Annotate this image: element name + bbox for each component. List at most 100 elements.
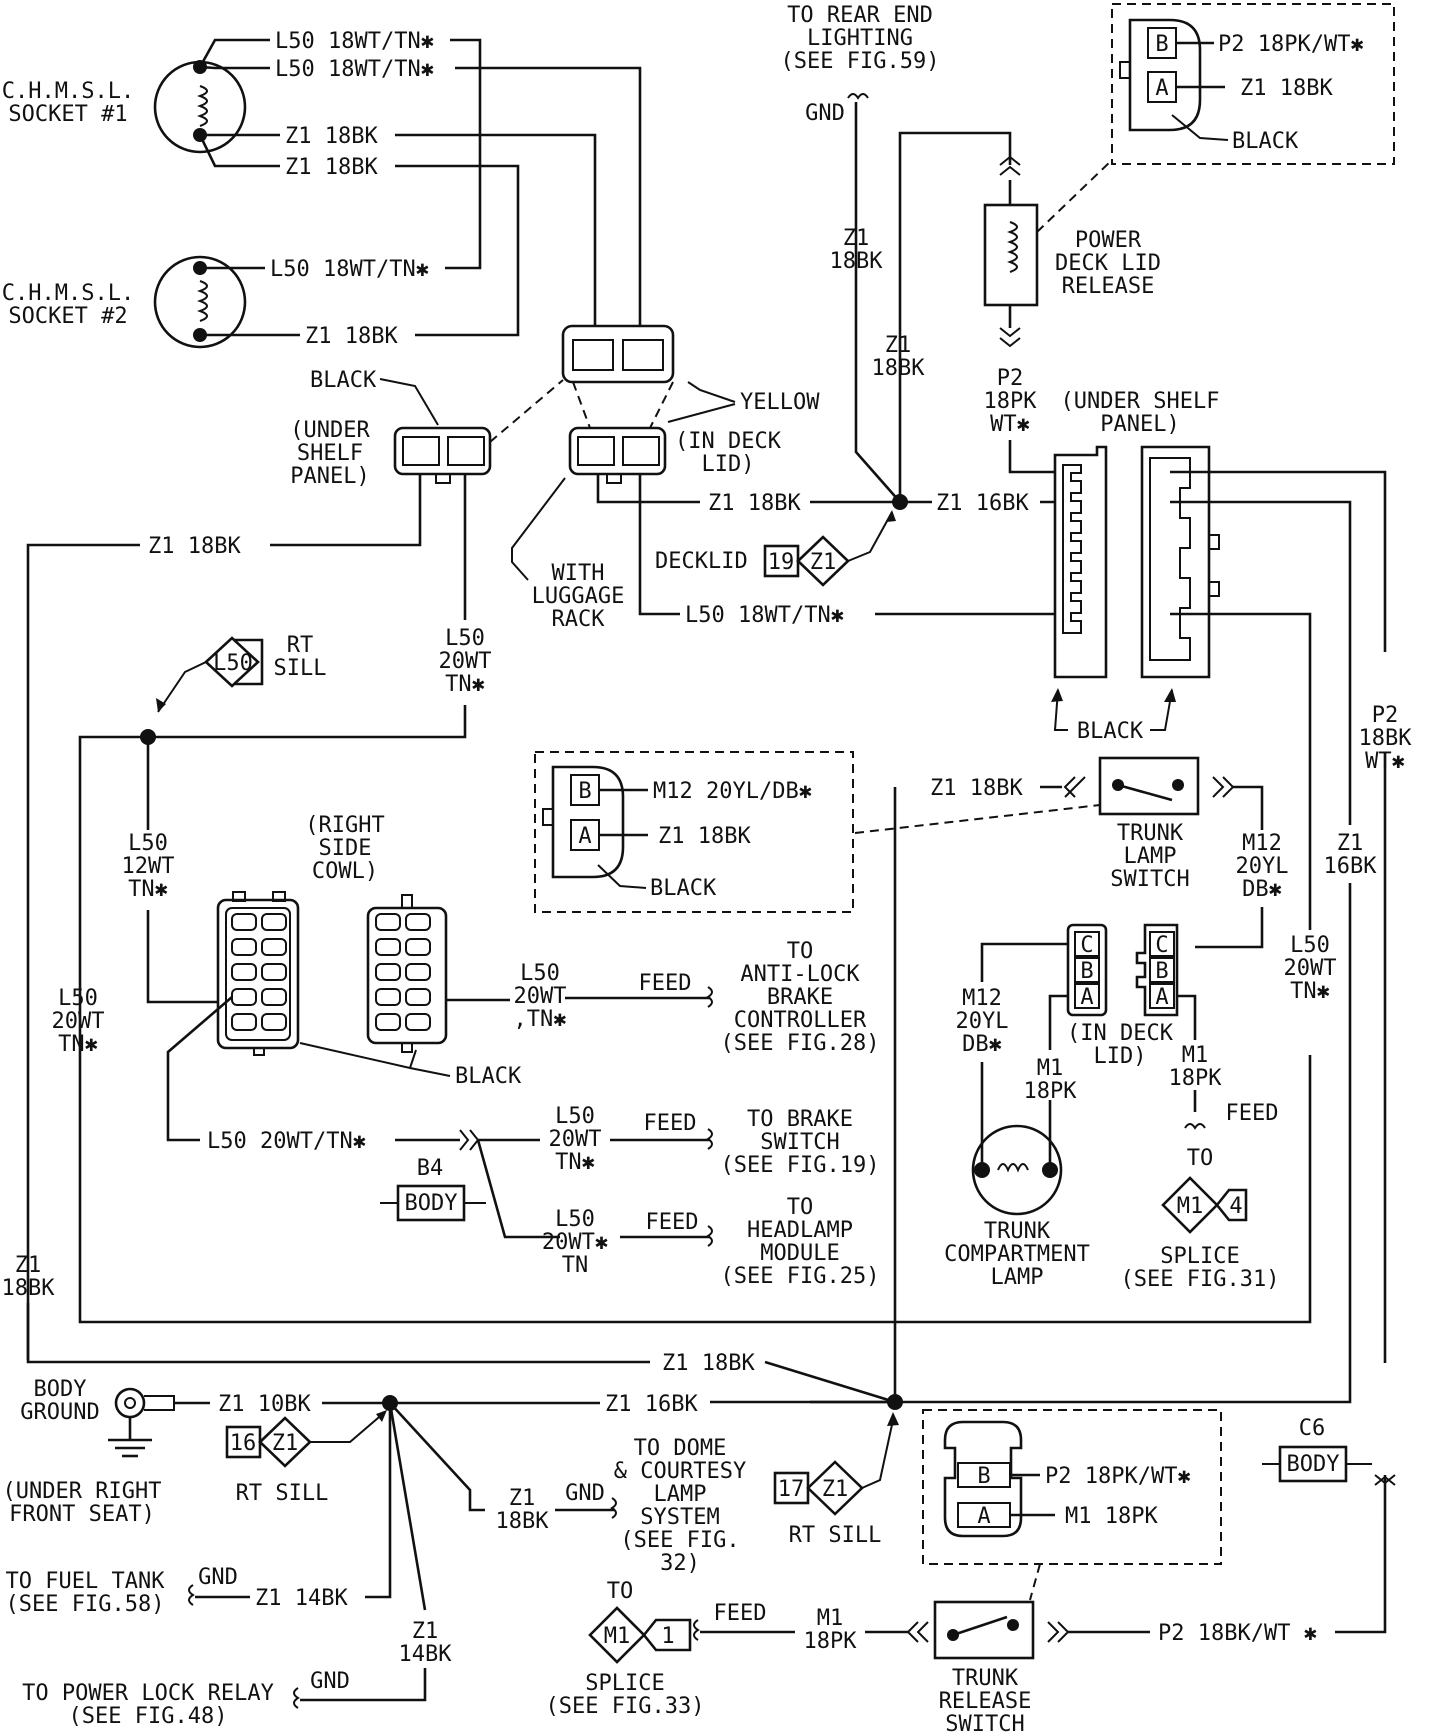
inset-p2-label: P2 18PK/WT✱ bbox=[1218, 32, 1364, 57]
svg-text:19: 19 bbox=[768, 550, 795, 575]
svg-text:Z1: Z1 bbox=[810, 550, 837, 575]
chmsl-socket-2 bbox=[153, 255, 247, 349]
inset2-black-label: BLACK bbox=[650, 876, 717, 901]
deck-release-connector: B A bbox=[1119, 18, 1202, 132]
wire-label-z1-b: Z1 18BK bbox=[285, 155, 378, 180]
decklid-splice: 19 Z1 bbox=[763, 535, 850, 587]
wire-label-p2-release: P2 18BK/WT ✱ bbox=[1158, 1621, 1317, 1646]
svg-text:BODY: BODY bbox=[405, 1191, 458, 1216]
inset2-z1-label: Z1 18BK bbox=[658, 824, 751, 849]
wire-label-z1-14-fuel: Z1 14BK bbox=[255, 1586, 348, 1611]
svg-text:B: B bbox=[1155, 959, 1168, 984]
trunk-release-connector: B A bbox=[943, 1420, 1023, 1538]
dest-fuel: TO FUEL TANK(SEE FIG.58) bbox=[6, 1569, 166, 1617]
rt-sill-splice-16: 16 Z1 bbox=[225, 1416, 312, 1468]
wire-label-l50-a: L50 18WT/TN✱ bbox=[275, 29, 434, 54]
in-deck-lid-connector-lower-b: C B A bbox=[1135, 923, 1179, 1017]
feed-label-release: FEED bbox=[714, 1601, 767, 1626]
right-side-cowl-connector-left bbox=[216, 891, 300, 1056]
svg-text:BODY: BODY bbox=[1287, 1452, 1340, 1477]
c6-body-box: BODY bbox=[1278, 1445, 1348, 1483]
in-deck-lid-connector bbox=[568, 426, 667, 484]
c6-code: C6 bbox=[1299, 1416, 1326, 1441]
black-label-cowl: BLACK bbox=[455, 1064, 522, 1089]
wire-label-l50-b: L50 18WT/TN✱ bbox=[275, 57, 434, 82]
trunk-switch-connector: B A bbox=[542, 765, 625, 879]
svg-text:B: B bbox=[1080, 959, 1093, 984]
inset3-m1-label: M1 18PK bbox=[1065, 1504, 1158, 1529]
svg-text:17: 17 bbox=[778, 1477, 805, 1502]
svg-text:1: 1 bbox=[661, 1624, 674, 1649]
yellow-connector bbox=[561, 324, 675, 384]
wire-label-z1-deck: Z1 18BK bbox=[708, 491, 801, 516]
svg-text:A: A bbox=[578, 824, 591, 849]
l50-rt-sill-splice: L50 bbox=[204, 636, 264, 688]
under-shelf-connector-left bbox=[393, 426, 492, 484]
svg-text:L50: L50 bbox=[213, 651, 253, 676]
svg-text:B: B bbox=[578, 779, 591, 804]
wire-label-z1-10: Z1 10BK bbox=[218, 1392, 311, 1417]
wire-label-z1-bottom: Z1 18BK bbox=[662, 1351, 755, 1376]
dest-power-lock: TO POWER LOCK RELAY(SEE FIG.48) bbox=[22, 1681, 274, 1729]
svg-text:A: A bbox=[1155, 76, 1168, 101]
under-shelf-connector-a bbox=[1053, 445, 1108, 679]
svg-text:B: B bbox=[1155, 32, 1168, 57]
splice-m1-1: M1 1 bbox=[588, 1606, 692, 1664]
gnd-label-fuel: GND bbox=[198, 1565, 238, 1590]
black-label-shelf-right: BLACK bbox=[1077, 719, 1144, 744]
wire-label-z1-16: Z1 16BK bbox=[936, 491, 1029, 516]
svg-text:A: A bbox=[1155, 985, 1168, 1010]
trunk-release-inset bbox=[922, 1409, 1222, 1565]
trunk-compartment-lamp bbox=[971, 1124, 1063, 1216]
to-splice-1: TO bbox=[607, 1579, 634, 1604]
body-ground-symbol bbox=[108, 1387, 175, 1458]
svg-text:4: 4 bbox=[1229, 1194, 1242, 1219]
wire-label-l50-c: L50 18WT/TN✱ bbox=[270, 257, 429, 282]
b4-body-box: BODY bbox=[396, 1184, 466, 1222]
wire-label-z1-shelf: Z1 18BK bbox=[148, 534, 241, 559]
feed-label-abs: FEED bbox=[639, 971, 692, 996]
rt-sill-16-label: RT SILL bbox=[236, 1481, 329, 1506]
wire-label-z1-c: Z1 18BK bbox=[305, 324, 398, 349]
power-deck-lid-release bbox=[983, 203, 1039, 307]
right-side-cowl-connector-right bbox=[366, 894, 448, 1053]
svg-text:B: B bbox=[977, 1464, 990, 1489]
trunk-switch-inset bbox=[534, 751, 854, 913]
wire-label-z1-16-bottom: Z1 16BK bbox=[605, 1392, 698, 1417]
svg-text:M1: M1 bbox=[604, 1624, 631, 1649]
inset-black-label: BLACK bbox=[1232, 129, 1299, 154]
svg-text:16: 16 bbox=[230, 1431, 257, 1456]
yellow-label: YELLOW bbox=[740, 390, 820, 415]
feed-label-headlamp: FEED bbox=[646, 1210, 699, 1235]
rt-sill-17-label: RT SILL bbox=[789, 1523, 882, 1548]
to-splice-4: TO bbox=[1187, 1146, 1214, 1171]
gnd-label-dome: GND bbox=[565, 1481, 605, 1506]
chmsl-socket-1-label: C.H.M.S.L.SOCKET #1 bbox=[2, 79, 134, 127]
trunk-lamp-switch bbox=[1098, 756, 1200, 816]
feed-label-brake: FEED bbox=[644, 1111, 697, 1136]
